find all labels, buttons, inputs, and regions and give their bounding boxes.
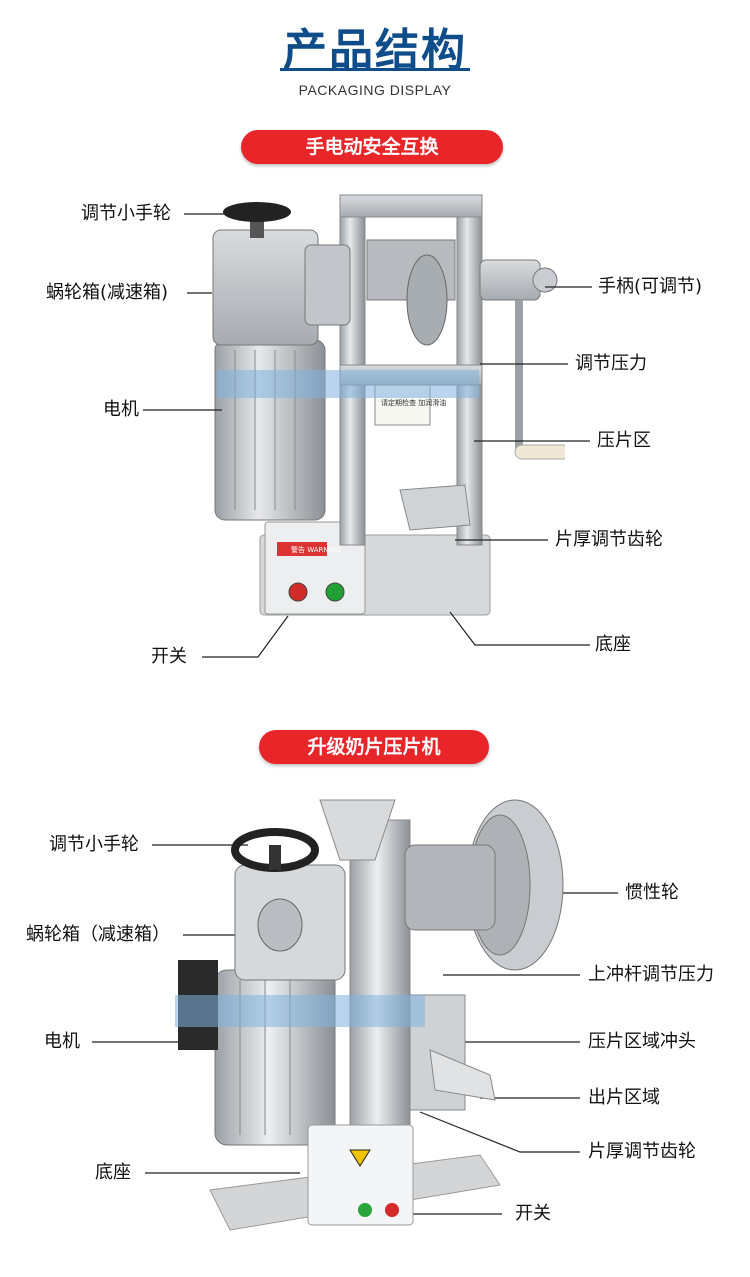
warning-sticker	[277, 542, 327, 556]
section2-badge: 升级奶片压片机	[259, 730, 489, 764]
label2-handwheel: 调节小手轮	[49, 834, 139, 855]
label-handle: 手柄(可调节)	[598, 276, 703, 297]
title-underline	[280, 68, 470, 71]
label2-base: 底座	[95, 1162, 131, 1183]
label2-punch-zone: 压片区域冲头	[588, 1031, 696, 1052]
label2-output-zone: 出片区域	[588, 1087, 660, 1108]
label2-gearbox: 蜗轮箱（减速箱）	[26, 924, 170, 945]
label-press-zone: 压片区	[597, 430, 651, 451]
label-motor: 电机	[103, 399, 139, 420]
label2-upper-punch: 上冲杆调节压力	[588, 964, 714, 985]
label-gearbox: 蜗轮箱(减速箱)	[46, 282, 169, 303]
svg-text:请定期检查 加润滑油: 请定期检查 加润滑油	[381, 398, 446, 407]
section1-badge: 手电动安全互换	[241, 130, 503, 164]
stop-button-icon	[288, 582, 308, 602]
page-title: 产品结构	[283, 25, 467, 76]
label-pressure: 调节压力	[575, 353, 647, 374]
label-base: 底座	[595, 634, 631, 655]
label2-flywheel: 惯性轮	[625, 882, 679, 903]
svg-text:警告 WARNING: 警告 WARNING	[291, 545, 341, 554]
machine2-illustration	[175, 799, 564, 1231]
start-button-icon	[325, 582, 345, 602]
label-thickness-gear: 片厚调节齿轮	[555, 529, 663, 550]
label2-motor: 电机	[44, 1031, 80, 1052]
page-subtitle: PACKAGING DISPLAY	[298, 82, 452, 98]
machine1-illustration: 警告 WARNING 请定期检查 加润滑油	[212, 194, 565, 616]
label-handwheel: 调节小手轮	[81, 203, 171, 224]
label2-switch: 开关	[515, 1203, 551, 1224]
label2-thickness-gear: 片厚调节齿轮	[588, 1141, 696, 1162]
label-switch: 开关	[151, 646, 187, 667]
